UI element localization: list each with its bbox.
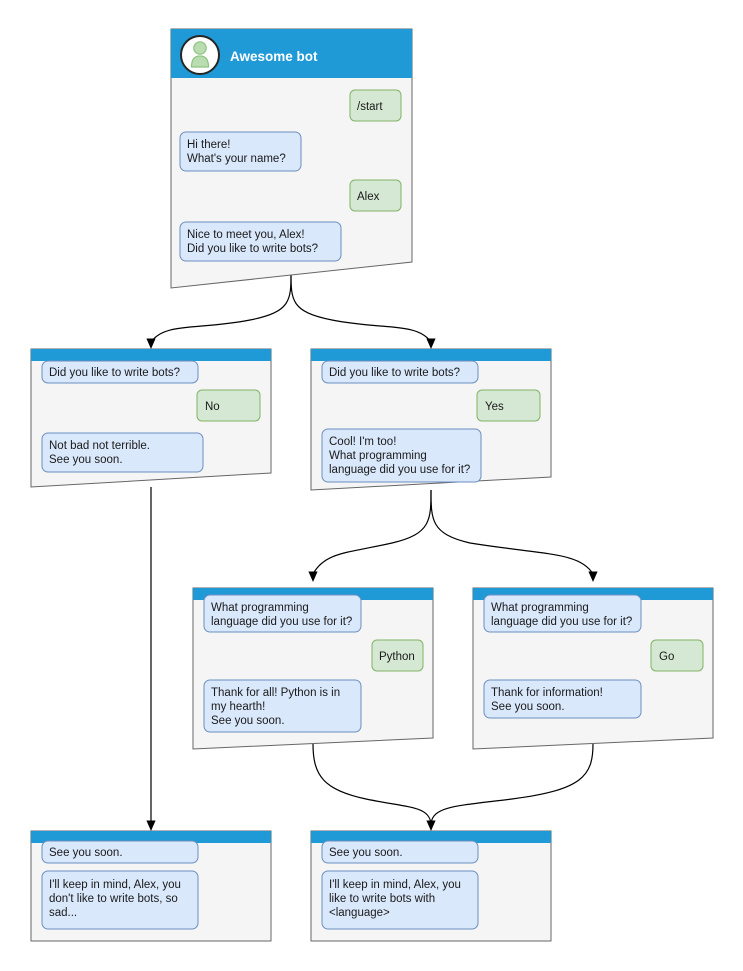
node-start-msg-2-bubble — [349, 179, 402, 212]
node-answer-yes-msg-2-line-2: language did you use for it? — [329, 464, 470, 476]
node-end-sad-msg-1-line-2: sad... — [49, 907, 77, 919]
node-answer-go-msg-1-line-0: Go — [659, 651, 674, 663]
node-answer-python-msg-2-line-2: See you soon. — [211, 715, 285, 727]
node-answer-no-msg-2-bubble — [41, 432, 204, 473]
node-answer-yes-msg-2-bubble — [321, 428, 482, 483]
node-answer-go-msg-2-bubble — [483, 679, 642, 719]
node-answer-go-msg-0-line-0: What programming — [491, 602, 589, 614]
node-answer-no-msg-1-bubble — [196, 389, 261, 422]
node-answer-no-msg-0-line-0: Did you like to write bots? — [49, 367, 180, 379]
node-answer-python-msg-0-bubble — [203, 594, 362, 633]
node-answer-yes-msg-0-bubble — [321, 360, 479, 384]
node-answer-no-msg-0-bubble — [41, 360, 199, 384]
node-answer-no-msg-1-line-0: No — [205, 401, 220, 413]
node-start-msg-1-line-0: Hi there! — [187, 139, 230, 151]
node-answer-no[interactable]: Did you like to write bots? No Not bad n… — [30, 348, 272, 488]
node-answer-yes-msg-1-bubble — [476, 389, 541, 422]
node-start-msg-3-line-1: Did you like to write bots? — [187, 243, 318, 255]
node-end-happy-msg-1-bubble — [321, 870, 479, 930]
node-answer-yes-msg-0-line-0: Did you like to write bots? — [329, 367, 460, 379]
node-answer-python-msg-2-line-0: Thank for all! Python is in — [211, 687, 340, 699]
arrow-head-answer-yes-to-answer-python — [308, 571, 318, 582]
edge-start-to-answer-yes — [290, 272, 432, 343]
node-answer-yes-msg-2-line-1: What programming — [329, 450, 427, 462]
node-end-sad-header — [31, 831, 271, 843]
node-answer-python-msg-2-line-1: my hearth! — [211, 701, 265, 713]
node-end-happy-msg-0-line-0: See you soon. — [329, 847, 403, 859]
node-start[interactable]: Awesome bot /start Hi there! What's your… — [170, 28, 413, 289]
node-start-header — [171, 29, 412, 78]
node-end-sad[interactable]: See you soon. I'll keep in mind, Alex, y… — [30, 830, 272, 942]
node-end-sad-msg-0-bubble — [41, 840, 199, 864]
node-answer-go-msg-1-bubble — [650, 639, 704, 672]
node-answer-go-msg-2-line-1: See you soon. — [491, 701, 565, 713]
node-end-sad-msg-1-line-0: I'll keep in mind, Alex, you — [49, 879, 181, 891]
node-answer-yes-header — [311, 349, 551, 361]
edge-answer-go-to-end-happy — [430, 743, 594, 824]
node-answer-no-msg-2-line-0: Not bad not terrible. — [49, 440, 150, 452]
arrow-head-start-to-answer-no — [146, 338, 156, 349]
node-answer-go[interactable]: What programming language did you use fo… — [472, 587, 714, 750]
person-avatar-icon — [180, 35, 220, 75]
node-end-happy-msg-0-bubble — [321, 840, 479, 864]
node-end-sad-msg-1-bubble — [41, 870, 199, 930]
node-answer-python[interactable]: What programming language did you use fo… — [192, 587, 434, 750]
node-start-msg-1-bubble — [179, 131, 302, 172]
node-answer-python-msg-1-bubble — [371, 639, 424, 672]
arrow-head-answer-yes-to-answer-go — [588, 571, 598, 582]
arrow-head-answer-no-to-end-sad — [146, 820, 156, 831]
node-answer-yes[interactable]: Did you like to write bots? Yes Cool! I'… — [310, 348, 552, 491]
arrow-head-start-to-answer-yes — [426, 338, 436, 349]
person-avatar-glyph — [190, 41, 210, 68]
node-start-msg-0-line-0: /start — [357, 101, 383, 113]
connector-layer — [146, 272, 598, 831]
node-start-msg-3-line-0: Nice to meet you, Alex! — [187, 229, 305, 241]
node-answer-python-msg-1-line-0: Python — [379, 651, 415, 663]
node-start-msg-2-line-0: Alex — [357, 191, 380, 203]
edge-start-to-answer-no — [150, 272, 292, 343]
node-answer-go-msg-2-line-0: Thank for information! — [491, 687, 603, 699]
node-end-happy-msg-1-line-1: like to write bots with — [329, 893, 435, 905]
arrow-head-answer-python-to-end-happy — [426, 820, 436, 831]
node-answer-go-msg-0-line-1: language did you use for it? — [491, 616, 632, 628]
node-end-happy[interactable]: See you soon. I'll keep in mind, Alex, y… — [310, 830, 552, 942]
node-answer-no-header — [31, 349, 271, 361]
node-end-happy-msg-1-line-2: <language> — [329, 907, 390, 919]
node-answer-no-msg-2-line-1: See you soon. — [49, 454, 123, 466]
node-end-happy-msg-1-line-0: I'll keep in mind, Alex, you — [329, 879, 461, 891]
node-answer-python-msg-2-bubble — [203, 679, 362, 733]
node-answer-yes-msg-1-line-0: Yes — [485, 401, 504, 413]
edge-answer-yes-to-answer-python — [312, 489, 432, 575]
node-end-happy-header — [311, 831, 551, 843]
node-start-msg-1-line-1: What's your name? — [187, 153, 286, 165]
node-start-msg-3-bubble — [179, 221, 342, 262]
edge-answer-yes-to-answer-go — [430, 489, 594, 575]
node-answer-go-msg-0-bubble — [483, 594, 642, 633]
node-end-sad-msg-1-line-1: don't like to write bots, so — [49, 893, 178, 905]
node-start-msg-0-bubble — [349, 89, 402, 122]
node-answer-yes-msg-2-line-0: Cool! I'm too! — [329, 436, 396, 448]
edge-answer-python-to-end-happy — [312, 743, 432, 824]
node-end-sad-msg-0-line-0: See you soon. — [49, 847, 123, 859]
node-answer-python-msg-0-line-1: language did you use for it? — [211, 616, 352, 628]
node-answer-python-msg-0-line-0: What programming — [211, 602, 309, 614]
node-start-title: Awesome bot — [230, 49, 318, 64]
